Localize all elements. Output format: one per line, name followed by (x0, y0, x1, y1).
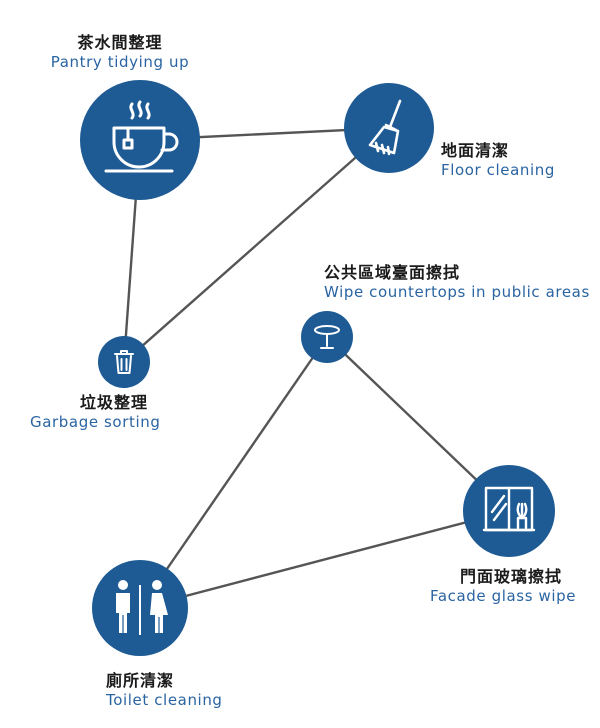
label-pantry-zh: 茶水間整理 (77, 33, 163, 52)
label-garbage-en: Garbage sorting (30, 412, 161, 431)
label-floor-en: Floor cleaning (441, 160, 556, 179)
node-pantry (80, 80, 200, 200)
label-countertop-zh: 公共區域臺面擦拭 (324, 263, 461, 282)
node-glass (463, 465, 555, 557)
label-pantry: 茶水間整理 Pantry tidying up (40, 34, 200, 70)
label-floor: 地面清潔 Floor cleaning (441, 142, 555, 178)
label-pantry-en: Pantry tidying up (50, 52, 190, 71)
link-countertop-toilet (139, 336, 328, 609)
node-countertop (301, 311, 353, 363)
trash-can-icon (114, 350, 134, 374)
label-toilet: 廁所清潔 Toilet cleaning (106, 672, 223, 708)
restroom-icon (116, 580, 168, 635)
label-toilet-zh: 廁所清潔 (106, 671, 175, 690)
coffee-cup-icon (104, 100, 179, 173)
label-floor-zh: 地面清潔 (441, 141, 510, 160)
node-floor (344, 83, 434, 173)
label-garbage-zh: 垃圾整理 (80, 393, 149, 412)
label-toilet-en: Toilet cleaning (106, 690, 223, 709)
label-countertop: 公共區域臺面擦拭 Wipe countertops in public area… (324, 264, 590, 300)
window-plant-icon (482, 486, 536, 532)
round-table-icon (314, 325, 340, 349)
node-garbage (98, 336, 150, 388)
broom-icon (368, 99, 402, 156)
node-toilet (92, 560, 188, 656)
label-glass: 門面玻璃擦拭 Facade glass wipe (430, 568, 576, 604)
label-glass-zh: 門面玻璃擦拭 (460, 567, 563, 586)
link-glass-toilet (139, 509, 510, 610)
label-glass-en: Facade glass wipe (430, 586, 577, 605)
label-countertop-en: Wipe countertops in public areas (324, 282, 590, 301)
label-garbage: 垃圾整理 Garbage sorting (30, 394, 160, 430)
link-floor-garbage (123, 127, 390, 363)
